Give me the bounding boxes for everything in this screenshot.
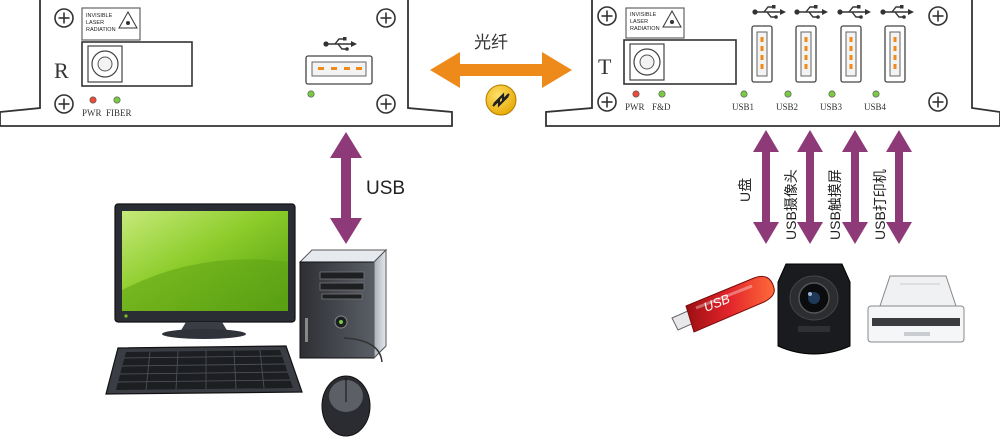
led-usb-icon xyxy=(307,90,315,98)
usb-camera xyxy=(777,263,851,355)
label-usb-camera: USB摄像头 xyxy=(783,169,799,240)
keyboard xyxy=(105,345,303,395)
usb-link-pc: USB xyxy=(330,132,405,244)
monitor xyxy=(114,203,296,339)
usb-port-2 xyxy=(795,25,817,83)
screw-icon xyxy=(597,6,617,26)
flash-body xyxy=(685,275,775,333)
fiber-connector xyxy=(87,45,123,83)
led-label-fd: F&D xyxy=(652,102,671,112)
screw-icon xyxy=(376,94,396,114)
led-label-usb4: USB4 xyxy=(864,102,887,112)
usb-double-arrow xyxy=(330,132,362,244)
laser-warning-icon xyxy=(662,9,682,28)
laser-label-line2: LASER xyxy=(86,20,104,26)
usb-double-arrow xyxy=(797,130,823,244)
led-label-usb2: USB2 xyxy=(776,102,798,112)
usb-double-arrow xyxy=(842,130,868,244)
laser-label-line3: RADIATION xyxy=(630,26,660,32)
receiver-unit: INVISIBLE LASER RADIATION R PWR FIBER xyxy=(0,0,453,127)
screw-icon xyxy=(928,6,948,26)
led-pwr-icon xyxy=(632,90,640,98)
laser-warning-icon xyxy=(118,10,138,29)
desktop-computer xyxy=(105,203,388,437)
led-usb4-icon xyxy=(872,90,880,98)
label-u-disk: U盘 xyxy=(737,178,753,202)
usb-printer xyxy=(867,275,965,343)
led-usb2-icon xyxy=(784,90,792,98)
screw-icon xyxy=(928,92,948,112)
usb-label: USB xyxy=(366,178,405,199)
fiber-signal-icon xyxy=(485,84,517,116)
fiber-connector xyxy=(629,43,665,81)
label-usb-touchscreen: USB触摸屏 xyxy=(827,169,843,240)
peripheral-arrows: U盘 USB摄像头 USB触摸屏 USB打印机 xyxy=(737,130,912,244)
screw-icon xyxy=(597,92,617,112)
usb-port-3 xyxy=(840,25,862,83)
laser-label-line1: INVISIBLE xyxy=(630,12,657,18)
fiber-double-arrow xyxy=(430,52,572,88)
screw-icon xyxy=(376,8,396,28)
laser-label-line3: RADIATION xyxy=(86,27,116,33)
transmitter-unit: INVISIBLE LASER RADIATION T PWR F&D USB1… xyxy=(545,0,1000,127)
usb-port-horizontal xyxy=(305,55,373,85)
screw-icon xyxy=(54,8,74,28)
usb-flash-drive: USB xyxy=(671,275,775,333)
tower-case xyxy=(298,248,388,360)
led-label-usb1: USB1 xyxy=(732,102,754,112)
usb-double-arrow xyxy=(886,130,912,244)
usb-port-1 xyxy=(751,25,773,83)
led-usb3-icon xyxy=(828,90,836,98)
led-label-pwr: PWR xyxy=(625,102,645,112)
usb-port-4 xyxy=(884,25,906,83)
laser-label-line2: LASER xyxy=(630,19,648,25)
unit-letter-r: R xyxy=(54,58,69,83)
unit-letter-t: T xyxy=(598,54,612,79)
led-label-fiber: FIBER xyxy=(106,108,132,118)
led-fiber-icon xyxy=(113,96,121,104)
fiber-link: 光纤 xyxy=(430,33,572,116)
led-usb1-icon xyxy=(740,90,748,98)
led-label-pwr: PWR xyxy=(82,108,102,118)
laser-label-line1: INVISIBLE xyxy=(86,13,113,19)
led-label-usb3: USB3 xyxy=(820,102,843,112)
label-usb-printer: USB打印机 xyxy=(872,169,888,240)
screw-icon xyxy=(54,94,74,114)
mouse xyxy=(321,337,383,437)
fiber-label: 光纤 xyxy=(474,33,508,52)
usb-double-arrow xyxy=(753,130,779,244)
led-fd-icon xyxy=(658,90,666,98)
led-pwr-icon xyxy=(89,96,97,104)
